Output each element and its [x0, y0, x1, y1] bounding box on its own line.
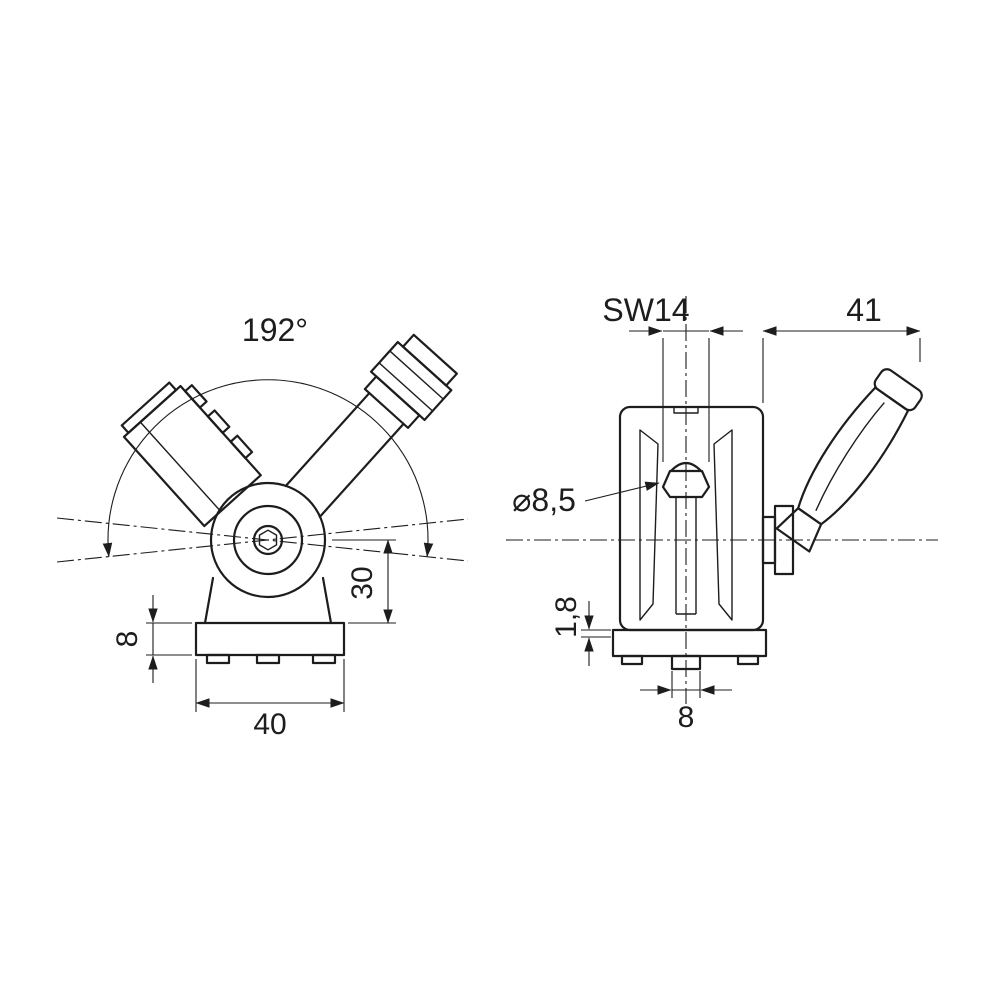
- base-front: [194, 621, 346, 665]
- clamp-block-rib-3: [229, 434, 254, 460]
- dim-swing-angle: 192°: [242, 312, 308, 348]
- clamp-block: [120, 381, 262, 528]
- clamp-block-body: [122, 384, 262, 528]
- lever-neck: [775, 507, 823, 553]
- flange-left: [639, 429, 659, 621]
- dim-wrench-size: SW14: [602, 292, 689, 328]
- base-stud: [670, 654, 702, 671]
- dim-flange-thickness-group: 1,8: [550, 596, 611, 666]
- dim-stud-width: 8: [678, 701, 695, 734]
- lever-grip: [797, 386, 910, 526]
- lever-knob-line-1: [378, 362, 434, 412]
- pivot-hex-socket: [258, 529, 278, 551]
- pivot-housing: [203, 481, 333, 625]
- dim-flange-thickness: 1,8: [550, 596, 583, 638]
- swing-line-lower: [56, 518, 469, 563]
- dim-wrench-size-group: SW14: [602, 292, 743, 462]
- dim-hole-diameter-group: ⌀8,5: [512, 481, 660, 518]
- dim-hole-diameter: ⌀8,5: [512, 482, 576, 518]
- dim-center-height: 30: [346, 566, 379, 599]
- swing-line-upper: [56, 517, 469, 562]
- lever-shaft: [284, 391, 405, 518]
- lever-knob-endcap: [401, 333, 458, 387]
- dim-base-height-group: 8: [111, 595, 192, 683]
- swing-center-lines: [56, 517, 469, 563]
- base-foot-3: [311, 653, 337, 665]
- lever-knob-step1: [363, 375, 421, 429]
- clamp-lever-side: [761, 368, 923, 576]
- swing-arc: [102, 379, 434, 558]
- base-plate-front: [194, 621, 346, 657]
- clamp-lever-front: [284, 333, 458, 518]
- dim-lever-length-group: 41: [762, 292, 921, 403]
- dim-base-width-group: 40: [195, 659, 345, 741]
- bracket-side-right: [321, 576, 333, 625]
- dim-stud-width-group: 8: [640, 671, 732, 734]
- base-plate-side: [611, 628, 768, 658]
- bracket-side-left: [203, 576, 215, 625]
- base-side: [611, 628, 768, 671]
- dim-base-width: 40: [253, 708, 286, 741]
- flange-right: [713, 429, 733, 621]
- dim-base-height: 8: [111, 631, 144, 648]
- base-foot-right: [736, 654, 760, 666]
- pivot-washer-circle: [232, 504, 304, 576]
- base-foot-left: [620, 654, 644, 666]
- joint-body: [618, 405, 765, 632]
- dim-lever-length: 41: [846, 292, 882, 328]
- leader-line: [584, 481, 660, 502]
- lever-grip-line: [815, 402, 885, 512]
- base-foot-1: [205, 653, 231, 665]
- nut-dome: [669, 461, 703, 473]
- lever-handle: [775, 368, 923, 553]
- dim-center-height-group: 30: [332, 539, 396, 624]
- lever-knob-line-2: [389, 350, 444, 400]
- clamp-block-rib-1: [184, 384, 208, 409]
- base-foot-2: [255, 653, 281, 665]
- clamp-block-rib-2: [206, 409, 231, 434]
- clamp-block-endcap: [120, 381, 178, 434]
- pivot-outer-circle: [209, 481, 327, 599]
- side-view: SW14 41 ⌀8,5 1,8 8: [506, 292, 938, 734]
- lever-end-cap: [873, 368, 923, 412]
- pivot-bolt-circle: [252, 524, 284, 556]
- center-bolt: [661, 461, 711, 615]
- front-view: 192°: [56, 312, 469, 741]
- body-top-notch: [673, 407, 699, 414]
- clamp-block-seam: [139, 421, 222, 512]
